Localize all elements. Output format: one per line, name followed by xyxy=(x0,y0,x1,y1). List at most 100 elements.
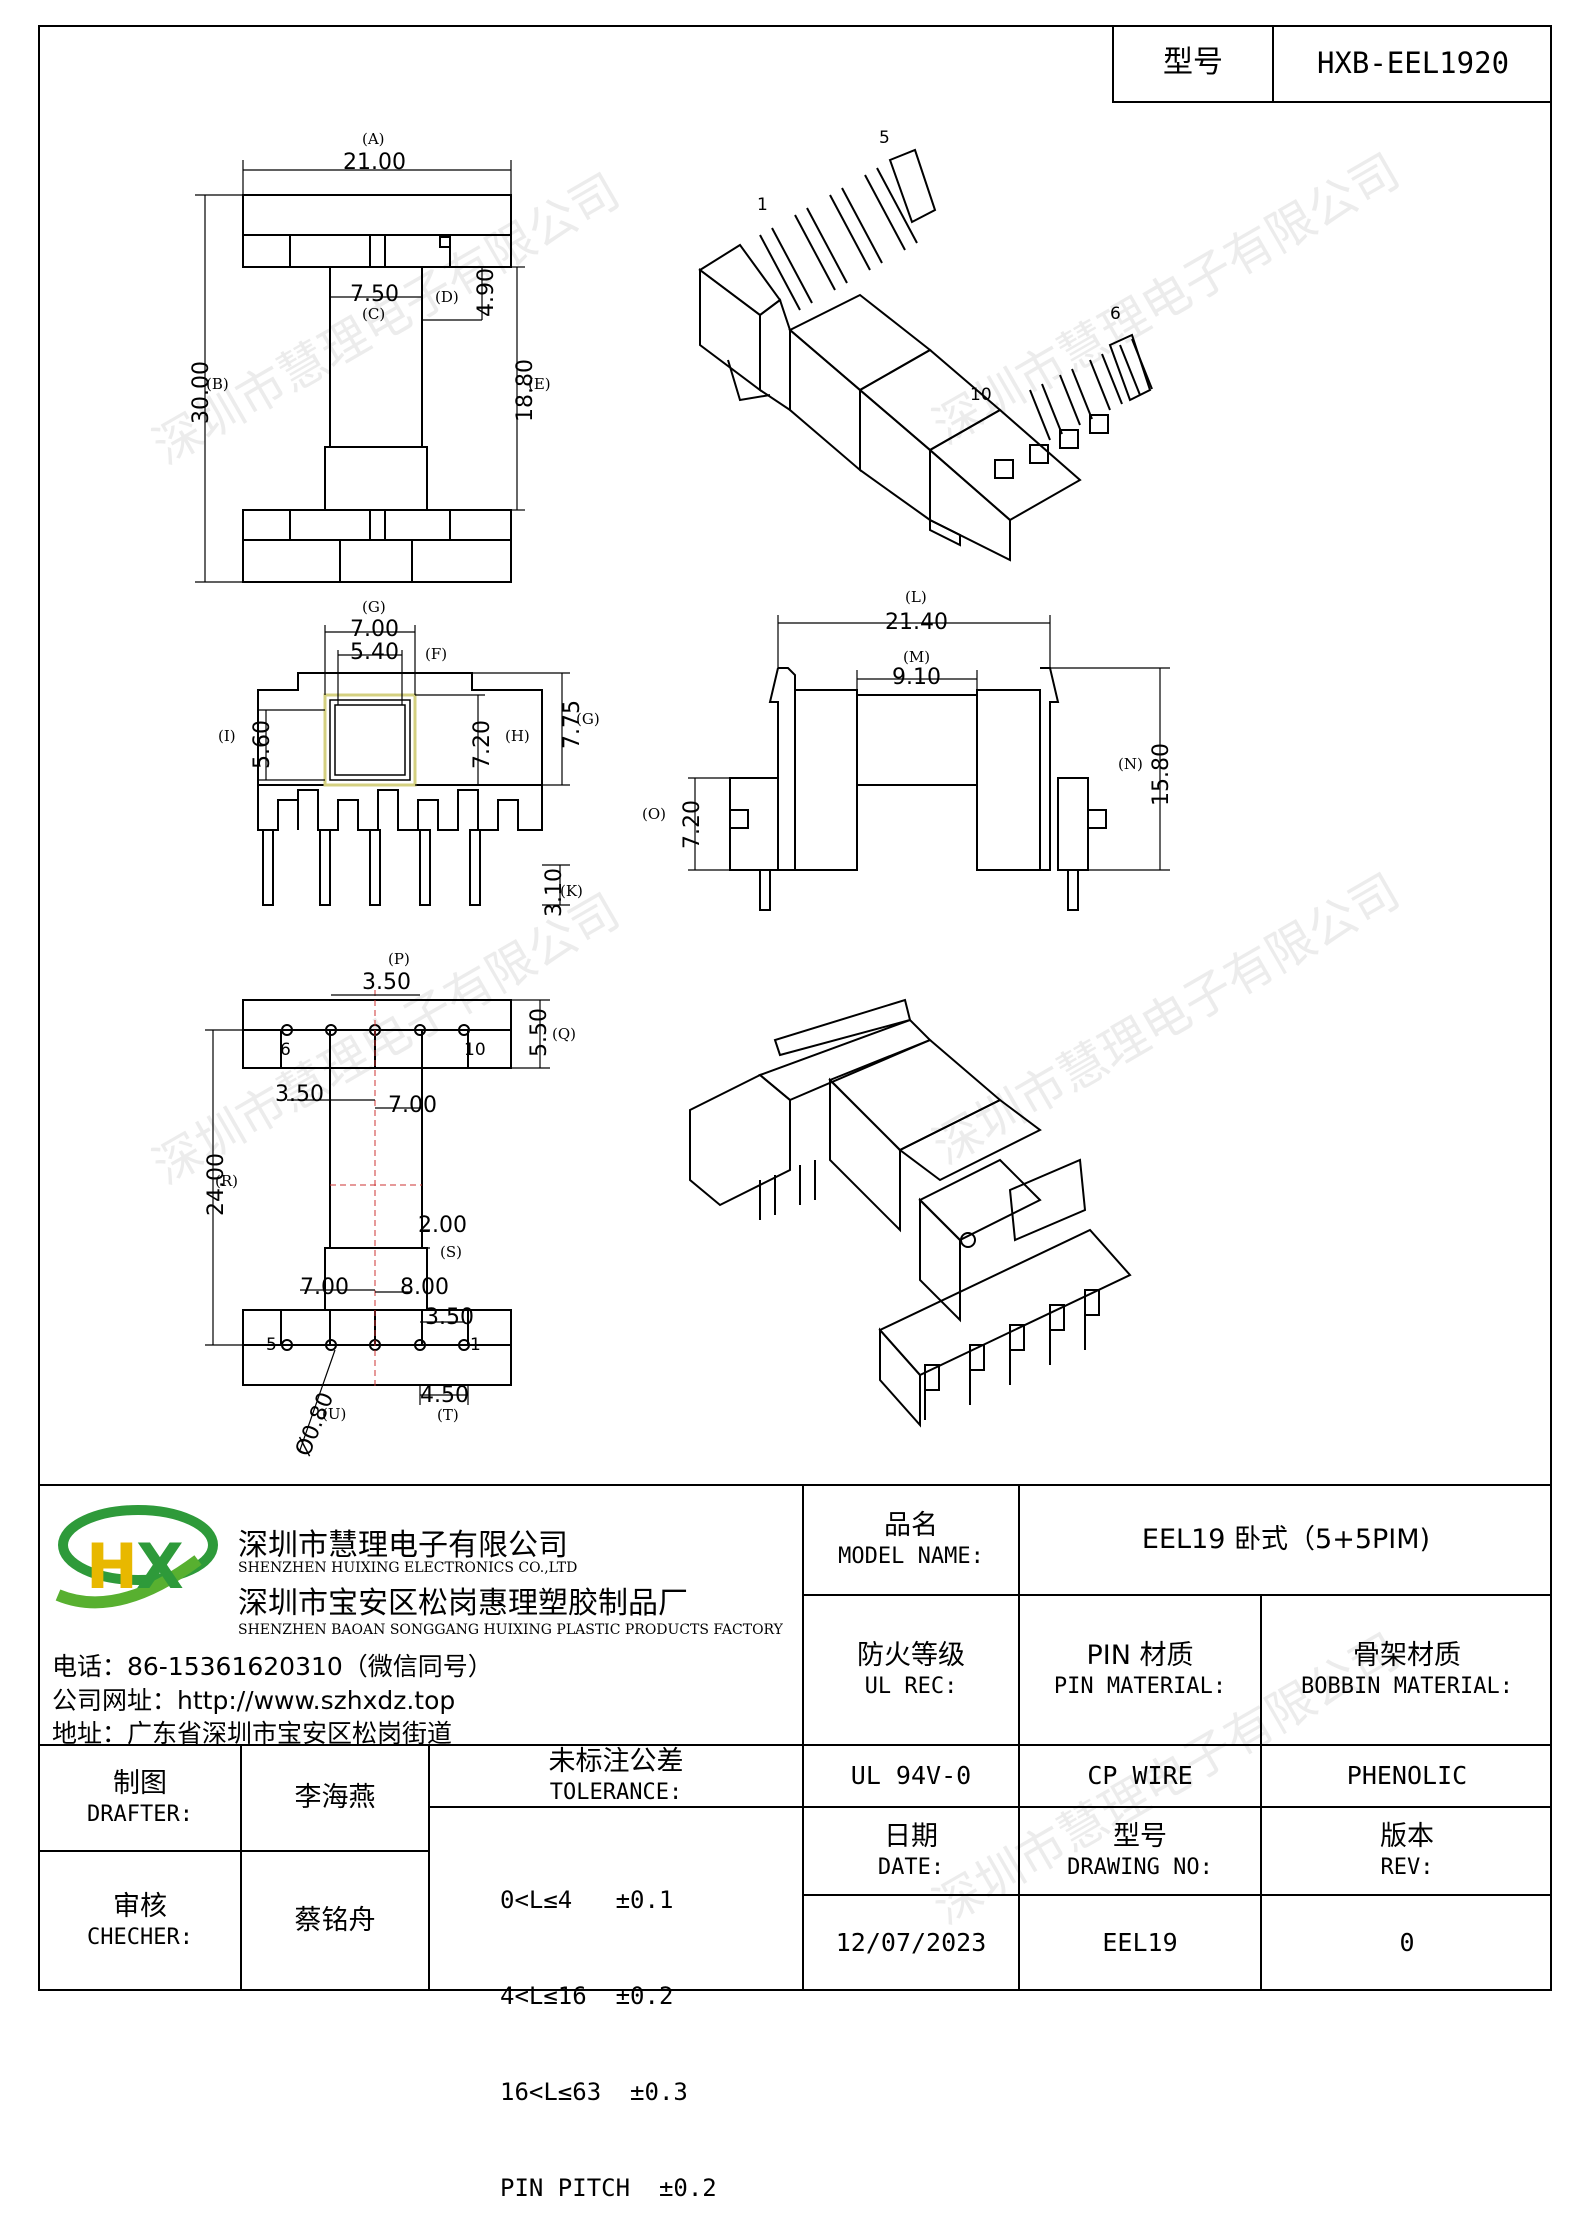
dim-value: 3.50 xyxy=(275,1082,324,1107)
dim-label: (G) xyxy=(362,598,386,616)
dim-value: 7.00 xyxy=(350,617,399,642)
dim-label: (N) xyxy=(1118,755,1143,773)
dim-label: (C) xyxy=(362,305,386,323)
divider xyxy=(802,1806,1552,1808)
dim-value: 30.00 xyxy=(188,361,214,424)
dim-label: (U) xyxy=(322,1405,347,1423)
dim-value: 8.00 xyxy=(400,1275,449,1300)
divider xyxy=(1018,1484,1020,1989)
date-value: 12/07/2023 xyxy=(835,1927,987,1957)
bobbin-material-label-cn: 骨架材质 xyxy=(1353,1640,1461,1672)
pin-material-label: PIN 材质 PIN MATERIAL: xyxy=(1020,1596,1260,1744)
dim-value: 9.10 xyxy=(892,665,941,690)
bobbin-material-value: PHENOLIC xyxy=(1346,1761,1468,1791)
divider xyxy=(38,1744,1552,1746)
dim-value: 15.80 xyxy=(1148,743,1174,806)
tolerance-label-cn: 未标注公差 xyxy=(548,1746,684,1778)
model-name-label: 品名 MODEL NAME: xyxy=(804,1486,1018,1594)
drawing-no-label-en: DRAWING NO: xyxy=(1067,1855,1213,1881)
tolerance-label-en: TOLERANCE: xyxy=(549,1780,683,1806)
dim-label: (P) xyxy=(388,950,410,968)
iso-view-top xyxy=(698,148,1153,562)
divider xyxy=(802,1894,1552,1896)
divider xyxy=(802,1594,1552,1596)
divider xyxy=(428,1806,802,1808)
drawing-no-value: EEL19 xyxy=(1102,1927,1178,1957)
divider xyxy=(1260,1594,1262,1989)
dim-value: 2.00 xyxy=(418,1213,467,1238)
drawing-no-label-cn: 型号 xyxy=(1113,1821,1167,1853)
model-name-value-text: EEL19 卧式（5+5PIM) xyxy=(1141,1524,1431,1556)
dim-label: (S) xyxy=(440,1243,462,1261)
dim-value: 21.40 xyxy=(885,610,948,635)
company-address: 地址：广东省深圳市宝安区松岗街道 xyxy=(52,1719,453,1748)
pin-number: 6 xyxy=(1110,304,1121,324)
dim-value: 4.90 xyxy=(473,268,499,317)
dim-value: 5.40 xyxy=(350,640,399,665)
dim-label: (I) xyxy=(218,727,236,745)
header-model-value: HXB-EEL1920 xyxy=(1316,45,1510,80)
checker-label: 审核 CHECHER: xyxy=(40,1852,240,1989)
checker-label-cn: 审核 xyxy=(113,1890,167,1922)
dim-value: 3.50 xyxy=(362,970,411,995)
dim-label: (Q) xyxy=(552,1025,577,1043)
dim-value: 21.00 xyxy=(343,150,406,175)
rev-label: 版本 REV: xyxy=(1262,1808,1552,1894)
bobbin-material-label: 骨架材质 BOBBIN MATERIAL: xyxy=(1262,1596,1552,1744)
divider xyxy=(38,1484,1552,1486)
pin-material-label-cn: PIN 材质 xyxy=(1086,1640,1194,1672)
iso-view-bottom xyxy=(689,998,1132,1428)
pin-number: 5 xyxy=(879,128,890,148)
rev-label-cn: 版本 xyxy=(1380,1821,1434,1853)
tolerance-list: 0<L≤4 ±0.1 4<L≤16 ±0.2 16<L≤63 ±0.3 PIN … xyxy=(500,1820,717,2236)
date-label-cn: 日期 xyxy=(884,1821,938,1853)
dim-label: (E) xyxy=(528,375,551,393)
drawing-sheet xyxy=(38,25,1552,1991)
drawing-no-label: 型号 DRAWING NO: xyxy=(1020,1808,1260,1894)
tolerance-row: PIN PITCH ±0.2 xyxy=(500,2174,717,2202)
date-label: 日期 DATE: xyxy=(804,1808,1018,1894)
ul-label-cn: 防火等级 xyxy=(857,1640,965,1672)
dim-label: (B) xyxy=(206,375,229,393)
pin-material-label-en: PIN MATERIAL: xyxy=(1053,1674,1227,1700)
dim-label: (A) xyxy=(362,130,385,148)
dim-value: 7.20 xyxy=(679,800,705,849)
pin-number: 1 xyxy=(470,1335,481,1355)
tolerance-row: 0<L≤4 ±0.1 xyxy=(500,1886,674,1914)
dim-label: (R) xyxy=(215,1172,238,1190)
ul-label-en: UL REC: xyxy=(864,1674,958,1700)
checker-value: 蔡铭舟 xyxy=(294,1904,376,1936)
dim-label: (O) xyxy=(642,805,667,823)
header-model-box: 型号 HXB-EEL1920 xyxy=(1112,25,1552,103)
dim-value: 5.60 xyxy=(249,720,275,769)
bobbin-material-label-en: BOBBIN MATERIAL: xyxy=(1301,1674,1513,1700)
divider xyxy=(428,1744,430,1989)
bottom-view-dims xyxy=(205,994,550,1451)
model-name-label-cn: 品名 xyxy=(884,1510,938,1542)
header-model-label: 型号 xyxy=(1114,25,1274,101)
pin-number: 5 xyxy=(266,1335,277,1355)
dim-value: 3.50 xyxy=(425,1305,474,1330)
dim-label: (G) xyxy=(576,710,600,728)
company-name-en: SHENZHEN HUIXING ELECTRONICS CO.,LTD xyxy=(238,1560,578,1576)
drafter-label-cn: 制图 xyxy=(113,1768,167,1800)
factory-name-cn: 深圳市宝安区松岗惠理塑胶制品厂 xyxy=(238,1586,688,1621)
model-name-value: EEL19 卧式（5+5PIM) xyxy=(1020,1486,1552,1594)
dim-label: (F) xyxy=(425,645,448,663)
model-name-label-en: MODEL NAME: xyxy=(838,1544,984,1570)
dim-label: (H) xyxy=(505,727,530,745)
dim-value: 7.00 xyxy=(300,1275,349,1300)
company-website: 公司网址：http://www.szhxdz.top xyxy=(52,1686,456,1715)
tolerance-row: 16<L≤63 ±0.3 xyxy=(500,2078,688,2106)
pin-number: 10 xyxy=(464,1040,486,1060)
top-view xyxy=(242,194,512,583)
company-name-cn: 深圳市慧理电子有限公司 xyxy=(238,1528,568,1563)
engineering-drawing xyxy=(195,148,1170,1451)
dim-label: (D) xyxy=(435,288,459,306)
dim-label: (T) xyxy=(437,1406,459,1424)
side-view xyxy=(729,667,1107,911)
dim-value: 7.50 xyxy=(350,282,399,307)
divider xyxy=(38,1850,430,1852)
pin-number: 10 xyxy=(970,385,992,405)
company-phone: 电话：86-15361620310（微信同号） xyxy=(52,1652,493,1681)
